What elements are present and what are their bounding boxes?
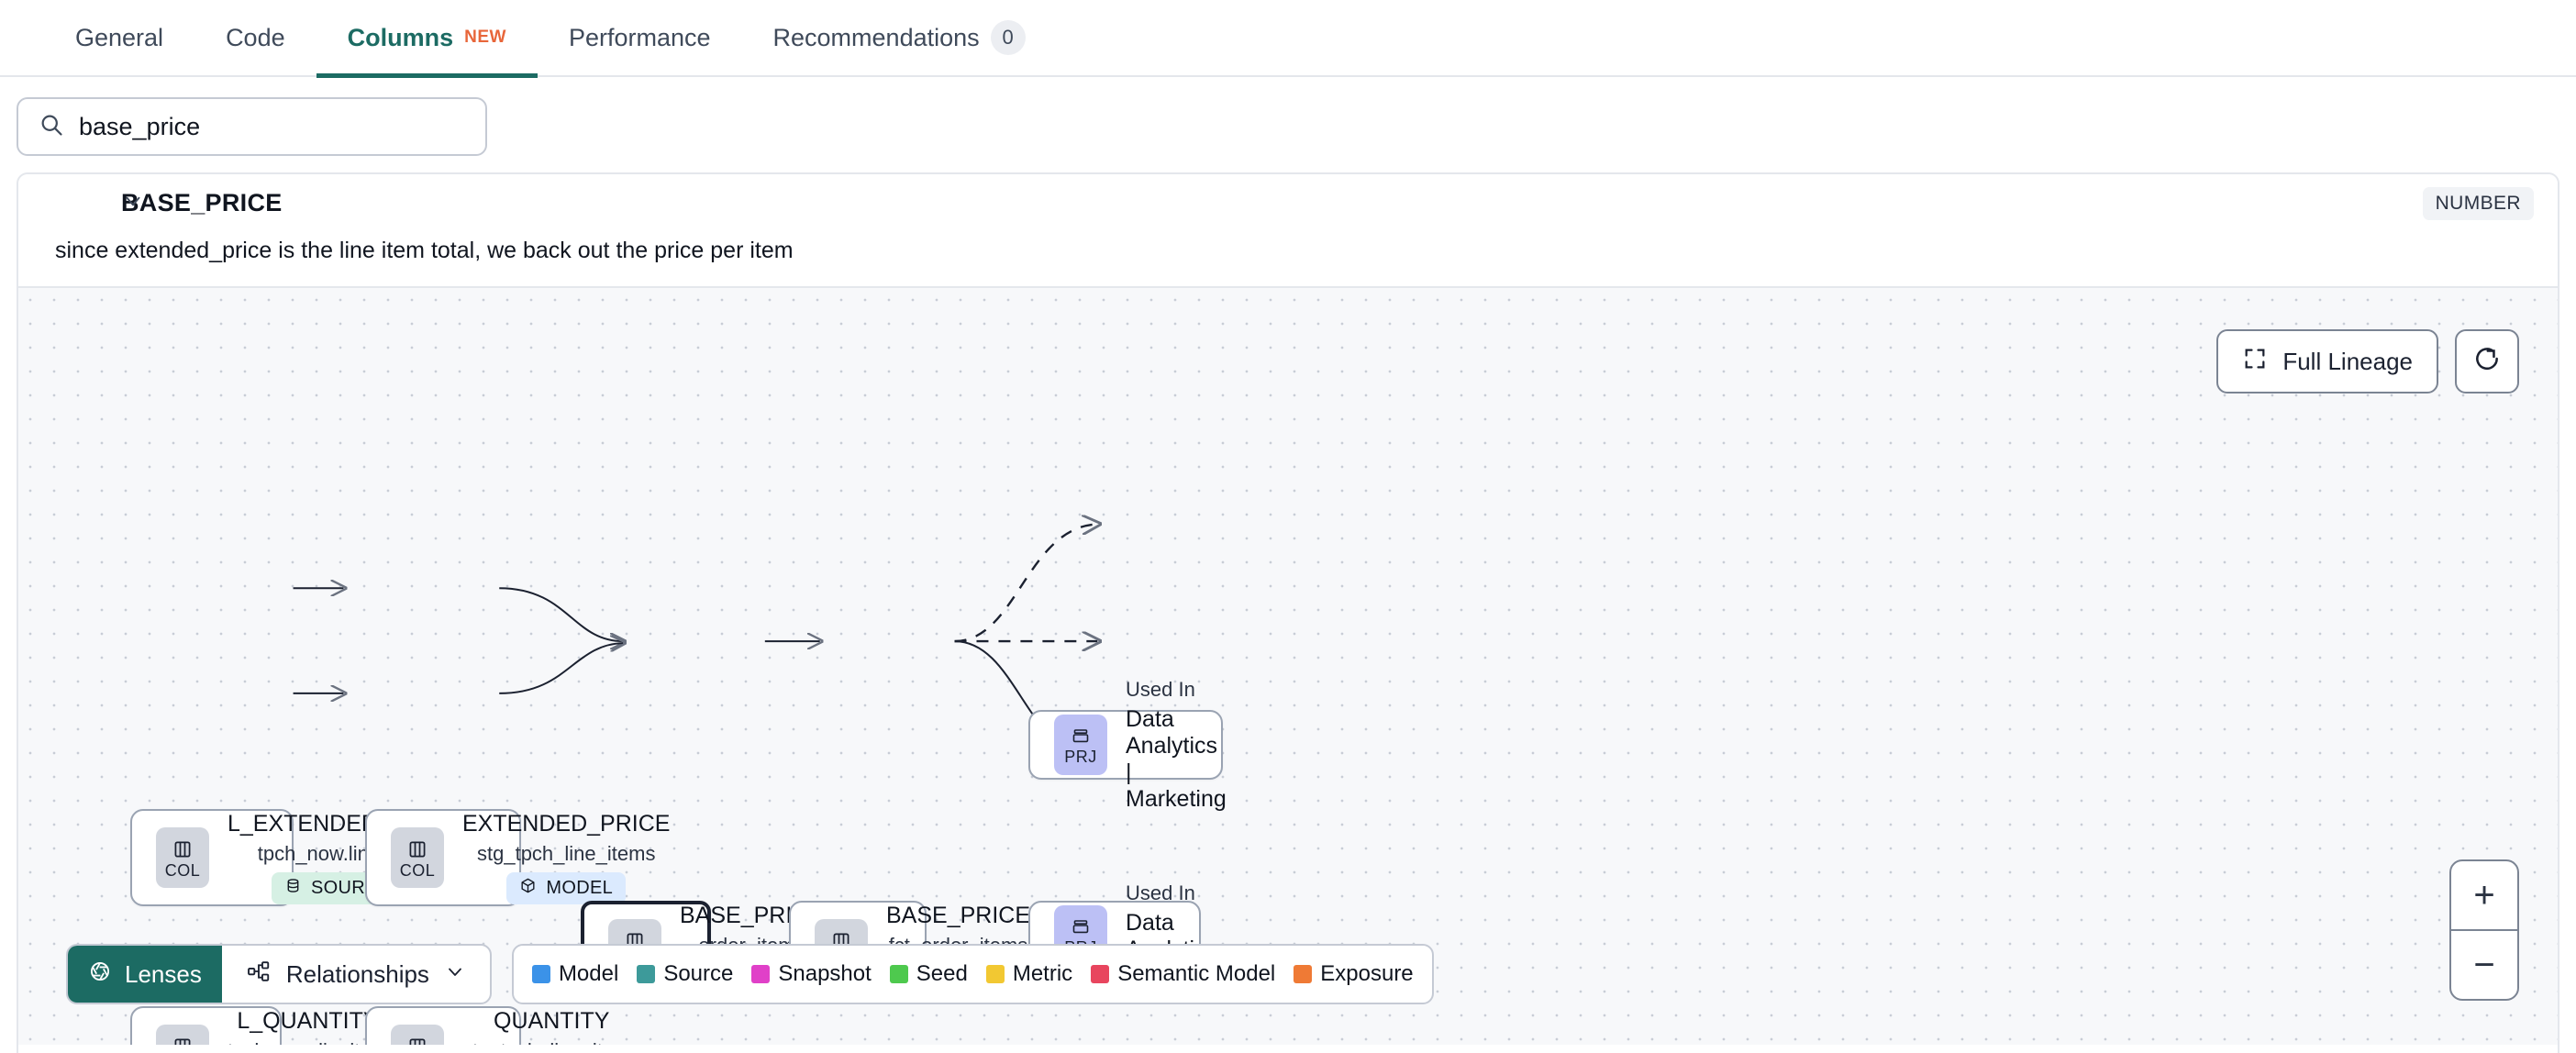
full-lineage-button[interactable]: Full Lineage <box>2216 329 2438 393</box>
tab-columns[interactable]: Columns NEW <box>316 0 539 78</box>
refresh-icon <box>2472 344 2502 380</box>
node-subtitle: stg_tpch_line_items <box>477 842 656 865</box>
zoom-in-button[interactable]: + <box>2473 874 2495 915</box>
tab-new-badge: NEW <box>464 28 506 47</box>
zoom-out-button[interactable]: − <box>2473 944 2495 985</box>
relationships-dropdown[interactable]: Relationships <box>222 946 490 1003</box>
status-badge: NUMBER <box>2422 186 2534 220</box>
legend-swatch <box>531 965 550 983</box>
node-kind-label: PRJ <box>1064 747 1097 766</box>
legend-swatch <box>985 965 1005 983</box>
project-icon: PRJ <box>1054 715 1107 775</box>
node-type-pill: MODEL <box>506 872 627 904</box>
zoom-controls: + − <box>2449 859 2519 1001</box>
relationships-icon <box>246 959 272 991</box>
legend-label: Seed <box>916 961 968 986</box>
tab-bar: General Code Columns NEW Performance Rec… <box>0 0 2576 78</box>
search-area <box>0 77 2576 172</box>
zoom-divider <box>2451 929 2517 931</box>
node-title: EXTENDED_PRICE <box>462 811 671 837</box>
canvas-top-controls: Full Lineage <box>2216 329 2519 393</box>
lenses-button[interactable]: Lenses <box>68 946 222 1003</box>
node-title: Used In <box>1126 881 1195 904</box>
node-title: Used In <box>1126 677 1195 701</box>
legend-label: Exposure <box>1320 961 1414 986</box>
tab-columns-label: Columns <box>347 23 454 51</box>
column-icon: COL <box>391 827 444 888</box>
legend-item-semantic-model: Semantic Model <box>1091 961 1275 987</box>
legend-swatch <box>751 965 771 983</box>
tab-general-label: General <box>75 23 164 51</box>
search-input[interactable] <box>79 112 465 141</box>
lineage-node-l-extendedprice[interactable]: COL L_EXTENDEDPRICE tpch_now.lineitem SO… <box>130 809 448 906</box>
lenses-label: Lenses <box>125 959 202 988</box>
lineage-node-quantity[interactable]: COL QUANTITY stg_tpch_line_items MODEL <box>365 1006 640 1045</box>
tab-performance[interactable]: Performance <box>538 0 742 76</box>
lineage-edges <box>293 288 2558 1045</box>
aperture-icon <box>88 959 112 990</box>
canvas-bottom-bar: Lenses Relationships <box>66 944 1434 1004</box>
cube-icon <box>519 877 537 900</box>
legend: Model Source Snapshot Seed Metric <box>511 944 1434 1004</box>
chevron-down-icon <box>444 960 466 989</box>
node-body: Used In Data Analytics | Marketing <box>1126 678 1227 813</box>
legend-item-exposure: Exposure <box>1294 961 1414 987</box>
refresh-button[interactable] <box>2455 329 2519 393</box>
legend-item-seed: Seed <box>889 961 968 987</box>
node-body: L_QUANTITY tpch_now.lineitem SOURCE <box>228 1008 388 1045</box>
node-subtitle: stg_tpch_line_items <box>462 1039 640 1045</box>
legend-swatch <box>1091 965 1110 983</box>
lenses-group: Lenses Relationships <box>66 944 492 1004</box>
column-detail-panel: BASE_PRICE NUMBER since extended_price i… <box>17 172 2559 1053</box>
legend-label: Source <box>663 961 734 986</box>
node-body: QUANTITY stg_tpch_line_items MODEL <box>462 1008 640 1045</box>
lineage-node-extended-price[interactable]: COL EXTENDED_PRICE stg_tpch_line_items M… <box>365 809 670 906</box>
expand-icon <box>2242 346 2268 378</box>
tab-recommendations[interactable]: Recommendations 0 <box>742 0 1057 76</box>
column-icon: COL <box>156 827 209 888</box>
recommendations-count-badge: 0 <box>990 20 1026 55</box>
search-icon <box>39 112 64 142</box>
column-header: BASE_PRICE NUMBER <box>18 174 2558 232</box>
node-body: EXTENDED_PRICE stg_tpch_line_items MODEL <box>462 811 670 904</box>
column-icon: COL <box>156 1025 209 1045</box>
tab-code[interactable]: Code <box>194 0 316 76</box>
node-title: BASE_PRICE <box>886 903 1031 928</box>
chevron-down-icon[interactable] <box>121 189 145 217</box>
full-lineage-label: Full Lineage <box>2282 347 2413 375</box>
node-subtitle: tpch_now.lineitem <box>228 1039 388 1045</box>
tab-performance-label: Performance <box>568 23 711 51</box>
tab-recommendations-label: Recommendations <box>772 23 980 51</box>
tab-code-label: Code <box>226 23 285 51</box>
legend-label: Semantic Model <box>1117 961 1276 986</box>
node-kind-label: COL <box>164 860 201 880</box>
lineage-node-project-marketing[interactable]: PRJ Used In Data Analytics | Marketing <box>1028 678 1227 812</box>
legend-swatch <box>889 965 908 983</box>
page-title: BASE_PRICE <box>121 189 283 216</box>
node-subtitle: Data Analytics | Marketing <box>1126 705 1227 812</box>
column-description: since extended_price is the line item to… <box>55 238 794 263</box>
legend-item-model: Model <box>531 961 619 987</box>
legend-swatch <box>637 965 656 983</box>
node-pill-label: MODEL <box>546 878 614 898</box>
lineage-node-l-quantity[interactable]: COL L_QUANTITY tpch_now.lineitem SOURCE <box>130 1006 388 1045</box>
database-icon <box>284 877 302 900</box>
node-title: L_QUANTITY <box>237 1008 379 1034</box>
tab-general[interactable]: General <box>44 0 194 76</box>
legend-label: Model <box>558 961 619 986</box>
node-kind-label: COL <box>399 860 436 880</box>
legend-item-metric: Metric <box>985 961 1073 987</box>
lineage-canvas[interactable]: COL L_EXTENDEDPRICE tpch_now.lineitem SO… <box>18 286 2558 1045</box>
legend-label: Snapshot <box>778 961 872 986</box>
search-box[interactable] <box>17 97 487 156</box>
legend-label: Metric <box>1012 961 1073 986</box>
legend-item-source: Source <box>637 961 733 987</box>
legend-swatch <box>1294 965 1313 983</box>
column-icon: COL <box>391 1025 444 1045</box>
relationships-label: Relationships <box>285 959 429 988</box>
node-title: QUANTITY <box>494 1008 610 1034</box>
legend-item-snapshot: Snapshot <box>751 961 872 987</box>
